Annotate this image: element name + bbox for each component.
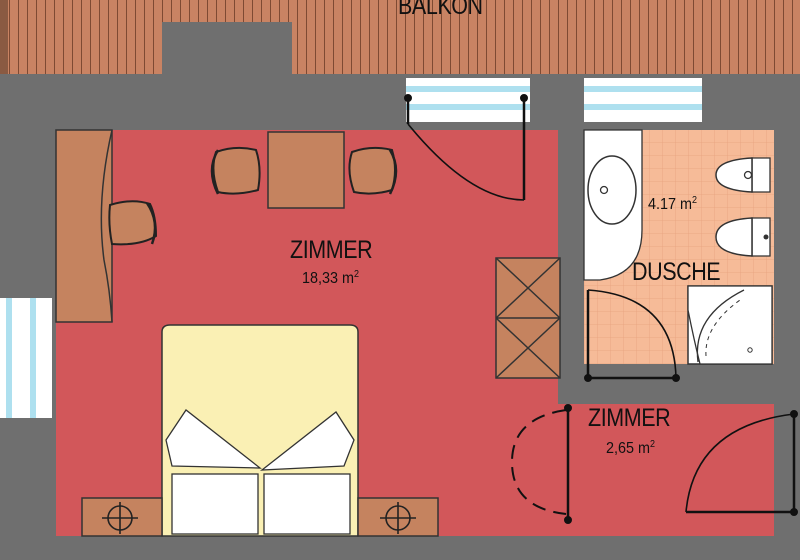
wash-basin xyxy=(583,129,643,281)
pillow-right xyxy=(263,473,351,535)
wardrobe xyxy=(495,257,561,379)
main-passage-floor xyxy=(558,404,584,536)
balcony-deck xyxy=(0,0,800,82)
desk-chair xyxy=(108,200,158,246)
toilet xyxy=(715,217,771,257)
bidet xyxy=(715,157,771,193)
balcony-door-window xyxy=(406,78,530,122)
entry-door xyxy=(685,410,798,516)
room-dusche-area: 4.17 m2 xyxy=(648,195,698,213)
desk xyxy=(55,129,113,323)
balcony-label: BALKON xyxy=(398,0,483,20)
pillow-left xyxy=(171,473,259,535)
room-zimmer-small-name: ZIMMER xyxy=(588,404,671,432)
table-chair-left xyxy=(210,146,261,195)
double-bed xyxy=(161,324,359,537)
room-zimmer-main-area: 18,33 m2 xyxy=(302,269,360,287)
bathroom-door xyxy=(584,289,680,382)
room-dusche-name: DUSCHE xyxy=(632,258,721,286)
table-chair-right xyxy=(348,146,398,195)
balcony-railing-left xyxy=(0,0,8,82)
dining-table xyxy=(267,131,345,209)
nightstand-left xyxy=(81,497,163,537)
left-window xyxy=(0,298,52,418)
passage-door xyxy=(510,404,572,524)
room-zimmer-small-area: 2,65 m2 xyxy=(606,439,656,457)
balcony-door xyxy=(404,94,528,201)
room-zimmer-small-floor xyxy=(584,404,774,536)
nightstand-right xyxy=(357,497,439,537)
bathroom-window xyxy=(584,78,702,122)
room-zimmer-main-name: ZIMMER xyxy=(290,236,373,264)
shower-tray xyxy=(687,285,773,365)
